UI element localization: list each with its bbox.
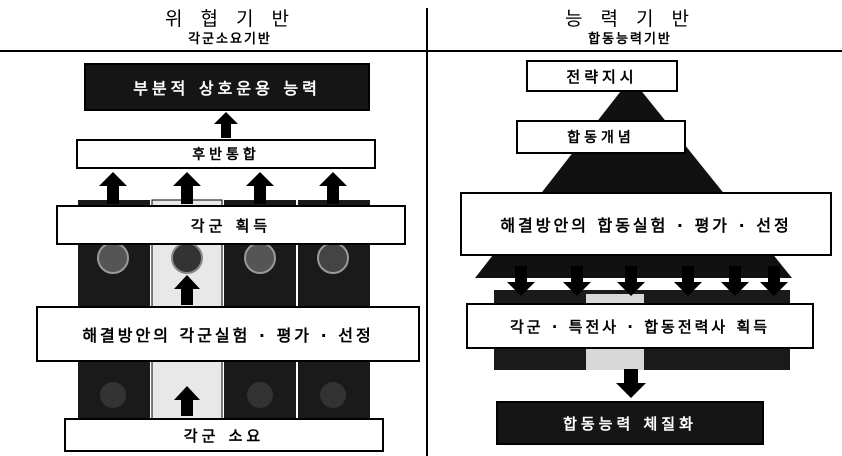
- service-acquisition-box: 각군 획득: [56, 205, 406, 245]
- joint-experiment-box: 해결방안의 합동실험 · 평가 · 선정: [460, 192, 832, 256]
- emblem-icon: [97, 242, 129, 274]
- arrow-up-icon: [99, 172, 127, 204]
- service-experiment-box: 해결방안의 각군실험 · 평가 · 선정: [36, 306, 420, 362]
- arrow-down-icon: [563, 266, 591, 296]
- arrow-up-icon: [214, 112, 238, 138]
- late-integration-box: 후반통합: [76, 139, 376, 169]
- strategic-guidance-box: 전략지시: [526, 60, 678, 92]
- emblem-icon: [317, 242, 349, 274]
- emblem-icon: [171, 242, 203, 274]
- partial-interoperability-box: 부분적 상호운용 능력: [84, 63, 370, 111]
- joint-acquisition-box: 각군 · 특전사 · 합동전력사 획득: [466, 303, 814, 349]
- arrow-down-icon: [721, 266, 749, 296]
- arrow-up-icon: [174, 386, 200, 416]
- emblem-icon: [247, 382, 273, 408]
- arrow-down-icon: [760, 266, 788, 296]
- emblem-icon: [320, 382, 346, 408]
- emblem-icon: [244, 242, 276, 274]
- left-subtitle: 각군소요기반: [188, 32, 272, 47]
- arrow-up-icon: [246, 172, 274, 204]
- arrow-up-icon: [174, 275, 200, 305]
- joint-concept-box: 합동개념: [516, 120, 686, 154]
- left-title: 위 협 기 반: [164, 8, 296, 30]
- right-title: 능 력 기 반: [564, 8, 696, 30]
- arrow-down-icon: [617, 266, 645, 296]
- service-requirement-box: 각군 소요: [64, 418, 384, 452]
- arrow-up-icon: [173, 172, 201, 204]
- joint-capability-box: 합동능력 체질화: [496, 401, 764, 445]
- right-arrows: [507, 266, 788, 398]
- arrow-up-icon: [319, 172, 347, 204]
- emblem-icon: [100, 382, 126, 408]
- right-subtitle: 합동능력기반: [588, 32, 672, 47]
- arrow-down-icon: [674, 266, 702, 296]
- left-arrows: [99, 112, 347, 416]
- arrow-down-icon: [616, 369, 646, 398]
- arrow-down-icon: [507, 266, 535, 296]
